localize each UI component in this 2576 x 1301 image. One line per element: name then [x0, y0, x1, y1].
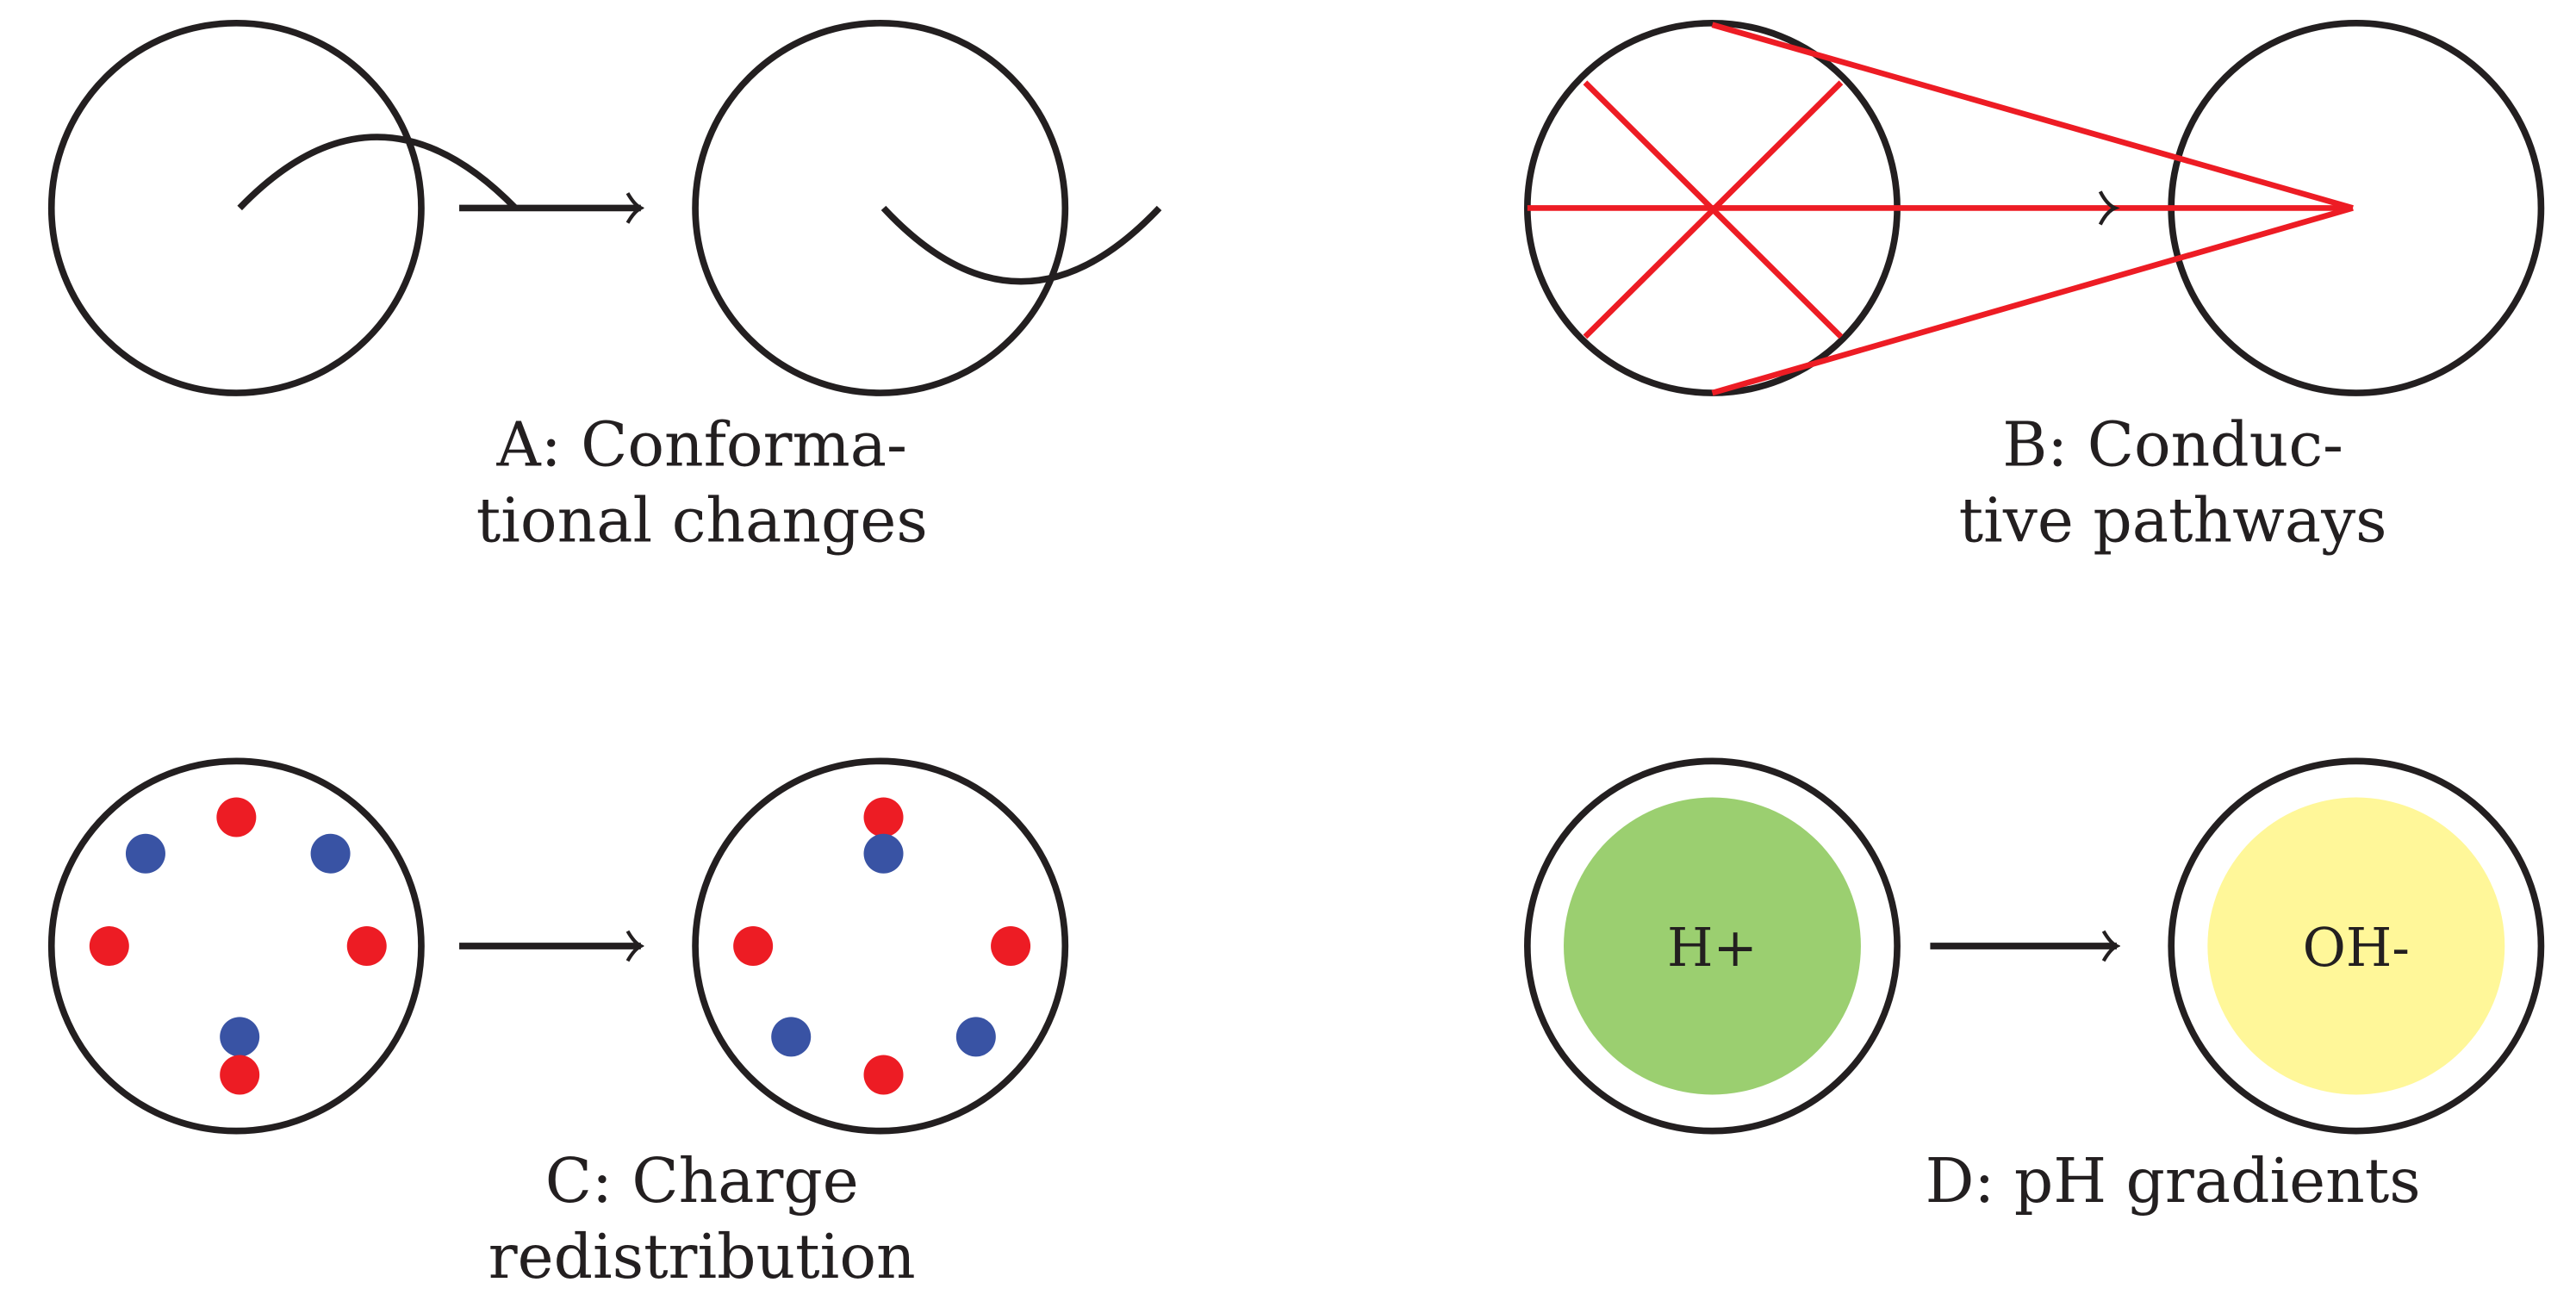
negative-charge — [310, 833, 351, 874]
panel-c-label: C: Charge — [545, 1145, 859, 1217]
panel-c-label-2: redistribution — [488, 1221, 916, 1292]
positive-charge — [863, 797, 904, 837]
negative-charge — [771, 1017, 812, 1057]
polymer-chain-before — [237, 134, 518, 211]
positive-charge — [89, 926, 129, 967]
panel-c-charge-redistribution: C: Charge redistribution — [47, 757, 1069, 1292]
panel-b-label-2: tive pathways — [1959, 485, 2387, 557]
arrowhead-icon — [2098, 190, 2120, 226]
conductive-network — [1527, 22, 2354, 396]
negative-charge — [125, 833, 165, 874]
particle-after — [2168, 757, 2545, 1135]
charges-after — [733, 797, 1031, 1095]
particle-before — [47, 19, 425, 396]
panel-d-label: D: pH gradients — [1926, 1145, 2421, 1217]
polymer-chain-after — [880, 205, 1162, 285]
oh-minus-ion-label: OH- — [2303, 918, 2410, 979]
positive-charge — [863, 1055, 904, 1095]
particle-after — [692, 757, 1069, 1135]
panel-a-conformational-changes: A: Conforma- tional changes — [47, 19, 1162, 557]
charges-before — [89, 797, 387, 1095]
h-plus-ion-label: H+ — [1667, 918, 1758, 979]
positive-charge — [346, 926, 387, 967]
negative-charge — [220, 1017, 260, 1057]
particle-before — [47, 757, 425, 1135]
positive-charge — [220, 1055, 260, 1095]
panel-b-conductive-pathways: B: Conduc- tive pathways — [1524, 19, 2545, 557]
negative-charge — [863, 833, 904, 874]
positive-charge — [216, 797, 257, 837]
particle-before — [1524, 757, 1901, 1135]
panel-d-ph-gradients: H+ OH- D: pH gradients — [1524, 757, 2545, 1217]
basic-core — [2207, 797, 2505, 1095]
negative-charge — [955, 1017, 996, 1057]
particle-after — [692, 19, 1069, 396]
panel-a-label: A: Conforma- — [496, 408, 907, 480]
positive-charge — [991, 926, 1031, 967]
panel-b-label: B: Conduc- — [2002, 408, 2343, 480]
acidic-core — [1564, 797, 1861, 1095]
positive-charge — [733, 926, 774, 967]
panel-a-label-2: tional changes — [476, 485, 928, 557]
